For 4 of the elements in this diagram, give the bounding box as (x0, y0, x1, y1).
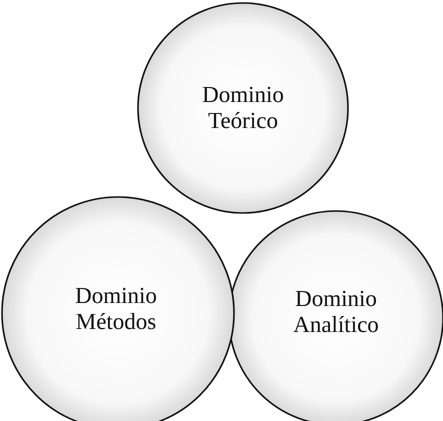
node-label: Dominio Teórico (202, 82, 284, 134)
node-label: Dominio Analítico (293, 286, 379, 338)
circle-node (137, 2, 349, 214)
node-label: Dominio Métodos (75, 282, 157, 336)
